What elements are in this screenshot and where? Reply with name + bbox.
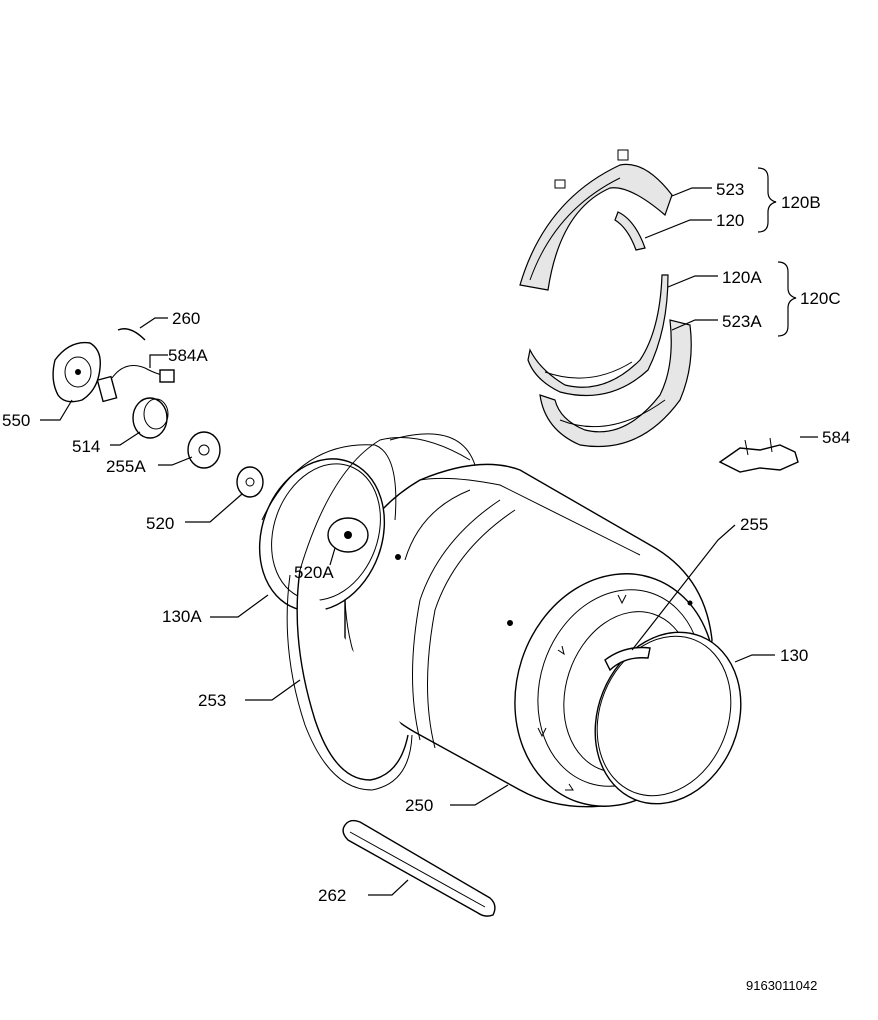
- label-523: 523: [716, 180, 744, 199]
- sensor-part-584A: [96, 365, 175, 403]
- label-120A: 120A: [722, 268, 762, 287]
- bearing-part-514: [132, 397, 169, 439]
- seal-part-523A: [539, 319, 692, 448]
- label-523A: 523A: [722, 312, 762, 331]
- label-514: 514: [72, 437, 100, 456]
- label-253: 253: [198, 691, 226, 710]
- label-255A: 255A: [106, 457, 146, 476]
- label-120: 120: [716, 211, 744, 230]
- bearing-housing-part-255A: [187, 431, 221, 469]
- front-ring-part-130: [594, 631, 742, 805]
- rear-ring-part-130A: [258, 444, 386, 612]
- wire-part-260: [117, 328, 146, 341]
- label-260: 260: [172, 309, 200, 328]
- label-550: 550: [2, 411, 30, 430]
- label-520A: 520A: [294, 563, 334, 582]
- strip-part-262: [342, 819, 496, 917]
- label-120B: 120B: [781, 193, 821, 212]
- label-250: 250: [405, 796, 433, 815]
- seal-part-523: [519, 149, 673, 291]
- bearing-plate-part-520A: [327, 517, 369, 553]
- label-584A: 584A: [168, 346, 208, 365]
- label-130A: 130A: [162, 607, 202, 626]
- label-520: 520: [146, 514, 174, 533]
- bracket-part-584: [718, 437, 799, 473]
- belt-part-253: [286, 433, 476, 791]
- label-120C: 120C: [800, 289, 841, 308]
- bracket-part-550: [52, 341, 101, 403]
- brace-120C: [777, 261, 797, 337]
- seal-part-120: [614, 211, 646, 251]
- label-262: 262: [318, 886, 346, 905]
- seal-part-120A: [527, 274, 669, 397]
- brace-120B: [757, 167, 777, 233]
- label-255: 255: [740, 515, 768, 534]
- label-584: 584: [822, 428, 850, 447]
- document-code: 9163011042: [746, 978, 817, 993]
- label-130: 130: [780, 646, 808, 665]
- lifter-part-255: [604, 646, 651, 672]
- leader-lines: [40, 187, 818, 896]
- bearing-plate-part-520: [236, 466, 264, 498]
